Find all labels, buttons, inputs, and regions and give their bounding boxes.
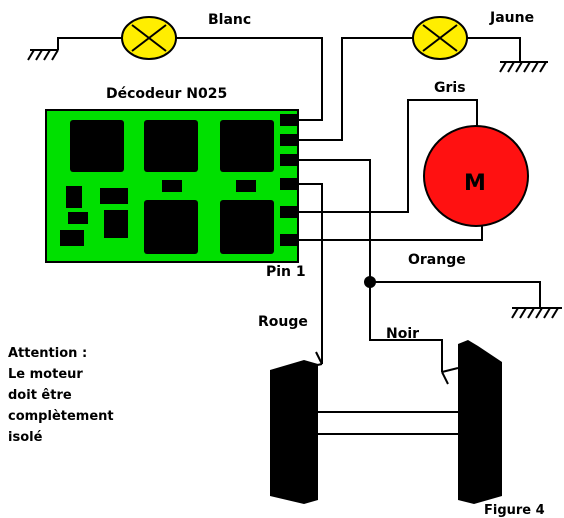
decoder-title: Décodeur N025	[106, 86, 227, 102]
note-line: Le moteur	[8, 367, 83, 382]
note-line: Attention :	[8, 346, 88, 361]
label-orange: Orange	[408, 252, 466, 268]
pin-label: Pin 1	[266, 264, 306, 280]
label-blanc: Blanc	[208, 12, 251, 28]
wire-blanc-right	[176, 37, 323, 121]
wire-noir	[298, 159, 443, 372]
lamp-jaune-icon	[412, 16, 468, 60]
ground-symbol-right-top	[499, 61, 548, 73]
ground-symbol-right-bottom	[511, 307, 562, 319]
arrow-noir	[441, 367, 459, 385]
note-line: isolé	[8, 430, 43, 445]
note-line: complètement	[8, 409, 114, 424]
wire-rouge	[298, 183, 323, 364]
motor-icon	[423, 125, 529, 227]
lamp-blanc-icon	[121, 16, 177, 60]
wire-noir-ground	[370, 281, 541, 308]
wire-jaune-left	[298, 37, 413, 141]
figure-label: Figure 4	[484, 503, 545, 518]
ground-symbol-left	[27, 49, 59, 61]
wire-jaune-right	[467, 37, 521, 62]
wire-orange	[298, 222, 483, 241]
wire-blanc	[57, 37, 122, 50]
label-jaune: Jaune	[489, 10, 534, 26]
wheelset-icon	[270, 340, 502, 504]
label-rouge: Rouge	[258, 314, 308, 330]
label-noir: Noir	[386, 326, 419, 342]
junction-dot	[364, 276, 376, 288]
label-gris: Gris	[434, 80, 466, 96]
attention-note: Attention : Le moteur doit être complète…	[8, 343, 158, 448]
wire-gris	[298, 99, 478, 213]
decoder-board	[45, 109, 299, 263]
motor-label: M	[464, 171, 486, 196]
note-line: doit être	[8, 388, 72, 403]
